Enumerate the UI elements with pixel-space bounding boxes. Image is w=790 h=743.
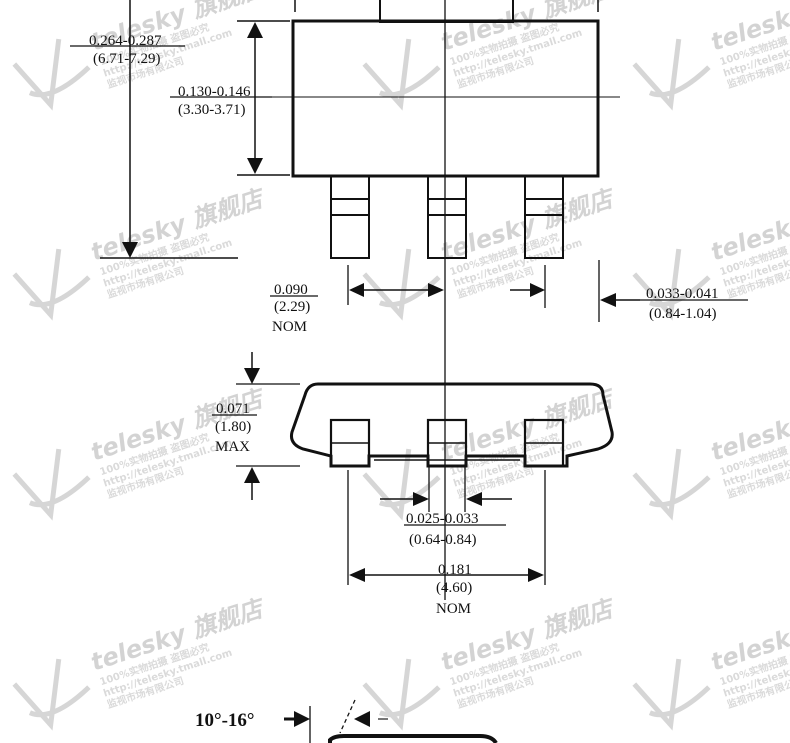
thickness-mm: (1.80) — [215, 419, 251, 435]
lead-span-dimension — [347, 470, 546, 585]
lead-width-inch: 0.025-0.033 — [406, 511, 479, 527]
draft-angle-label: 10°-16° — [195, 710, 255, 731]
watermark-v-logo-icon — [362, 248, 441, 321]
chamfer-body-outline — [328, 734, 498, 743]
body-width-mm: (3.30-3.71) — [178, 102, 246, 118]
lead-left-top — [330, 176, 370, 259]
angle-detail — [284, 699, 498, 743]
watermark-v-logo-icon — [362, 448, 441, 521]
watermark-v-logo-icon — [632, 38, 711, 111]
watermark-v-logo-icon — [12, 448, 91, 521]
thickness-dimension — [212, 352, 300, 500]
watermark-v-logo-icon — [12, 38, 91, 111]
body-width-dimension — [170, 20, 290, 176]
lead-center-top — [427, 176, 467, 259]
lead-span-note: NOM — [436, 601, 471, 617]
tab-width-dimension — [510, 260, 748, 322]
pitch-note: NOM — [272, 319, 307, 335]
side-view — [290, 382, 614, 468]
overall-height-mm: (6.71-7.29) — [93, 51, 161, 67]
watermark-v-logo-icon — [12, 658, 91, 731]
lead-span-mm: (4.60) — [436, 580, 472, 596]
watermark-v-logo-icon — [362, 658, 441, 731]
angle-draft-line — [339, 699, 356, 734]
watermark-v-logo-icon — [632, 448, 711, 521]
watermark-v-logo-icon — [12, 248, 91, 321]
watermark-v-logo-icon — [632, 248, 711, 321]
lead-width-dimension — [380, 466, 512, 526]
pitch-mm: (2.29) — [274, 299, 310, 315]
lead-right-top — [524, 176, 564, 259]
pitch-dimension — [270, 265, 444, 305]
thickness-inch: 0.071 — [216, 401, 250, 417]
overall-height-dimension — [70, 0, 185, 258]
overall-height-inch: 0.264-0.287 — [89, 33, 162, 49]
watermark-v-logo-icon — [362, 38, 441, 111]
tab-width-mm: (0.84-1.04) — [649, 306, 717, 322]
watermark-v-logo-icon — [632, 658, 711, 731]
pitch-inch: 0.090 — [274, 282, 308, 298]
body-width-inch: 0.130-0.146 — [178, 84, 251, 100]
lead-width-mm: (0.64-0.84) — [409, 532, 477, 548]
tab-width-inch: 0.033-0.041 — [646, 286, 719, 302]
thickness-note: MAX — [215, 439, 250, 455]
lead-span-inch: 0.181 — [438, 562, 472, 578]
